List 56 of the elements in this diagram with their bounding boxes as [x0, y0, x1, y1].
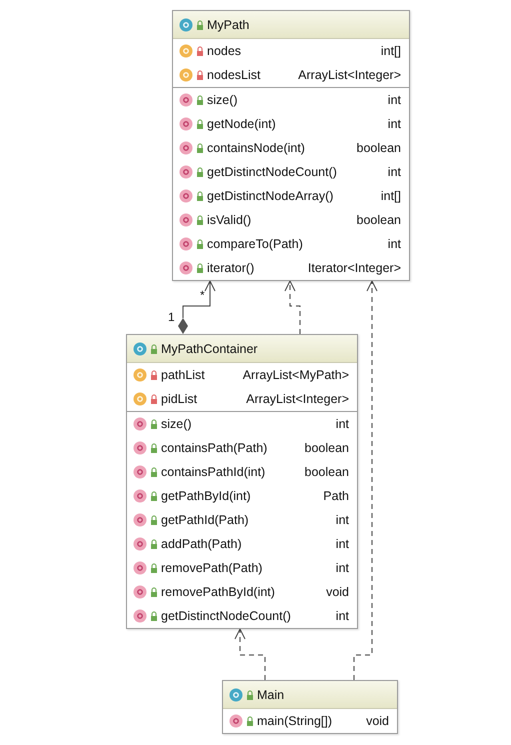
- member-type: int: [388, 117, 401, 131]
- member-type: void: [366, 714, 389, 728]
- member-name: getPathId(Path): [161, 513, 250, 527]
- member-name: getDistinctNodeCount(): [161, 609, 292, 623]
- member-name: compareTo(Path): [207, 237, 304, 251]
- member-name: nodesList: [207, 68, 262, 82]
- member-name: getPathById(int): [161, 489, 252, 503]
- member-name: containsNode(int): [207, 141, 306, 155]
- member-type: boolean: [304, 441, 349, 455]
- member-type: int[]: [380, 189, 401, 203]
- member-type: boolean: [356, 141, 401, 155]
- member-type: ArrayList<Integer>: [298, 68, 401, 82]
- member-type: int: [336, 609, 349, 623]
- member-name: getDistinctNodeCount(): [207, 165, 338, 179]
- member-type: int: [388, 93, 401, 107]
- member-type: Iterator<Integer>: [308, 261, 401, 275]
- member-type: int: [388, 165, 401, 179]
- member-name: removePath(Path): [161, 561, 264, 575]
- member-name: containsPath(Path): [161, 441, 268, 455]
- class-box: [172, 10, 410, 281]
- multiplicity-label: *: [200, 288, 205, 302]
- member-name: getDistinctNodeArray(): [207, 189, 334, 203]
- class-name: Main: [257, 688, 286, 702]
- member-type: int: [388, 237, 401, 251]
- member-type: int: [336, 417, 349, 431]
- member-name: containsPathId(int): [161, 465, 266, 479]
- composition-arrow: [178, 280, 216, 334]
- member-name: addPath(Path): [161, 537, 243, 551]
- member-name: iterator(): [207, 261, 256, 275]
- member-type: int: [336, 537, 349, 551]
- member-type: boolean: [304, 465, 349, 479]
- member-type: boolean: [356, 213, 401, 227]
- member-name: size(): [161, 417, 193, 431]
- dependency-arrow: [284, 280, 300, 334]
- member-name: size(): [207, 93, 239, 107]
- member-type: void: [326, 585, 349, 599]
- dependency-arrow: [234, 628, 266, 680]
- member-type: int[]: [380, 44, 401, 58]
- member-name: main(String[]): [257, 714, 334, 728]
- class-name: MyPathContainer: [161, 342, 259, 356]
- member-type: ArrayList<MyPath>: [242, 368, 349, 382]
- member-type: int: [336, 513, 349, 527]
- member-type: Path: [323, 489, 349, 503]
- class-box: [222, 680, 398, 734]
- member-name: pidList: [161, 392, 198, 406]
- member-type: int: [336, 561, 349, 575]
- member-type: ArrayList<Integer>: [246, 392, 349, 406]
- class-name: MyPath: [207, 18, 250, 32]
- class-box: [126, 334, 358, 629]
- member-name: nodes: [207, 44, 242, 58]
- member-name: isValid(): [207, 213, 252, 227]
- member-name: getNode(int): [207, 117, 277, 131]
- multiplicity-label: 1: [168, 310, 175, 324]
- member-name: pathList: [161, 368, 206, 382]
- member-name: removePathById(int): [161, 585, 276, 599]
- dependency-arrow: [354, 280, 378, 680]
